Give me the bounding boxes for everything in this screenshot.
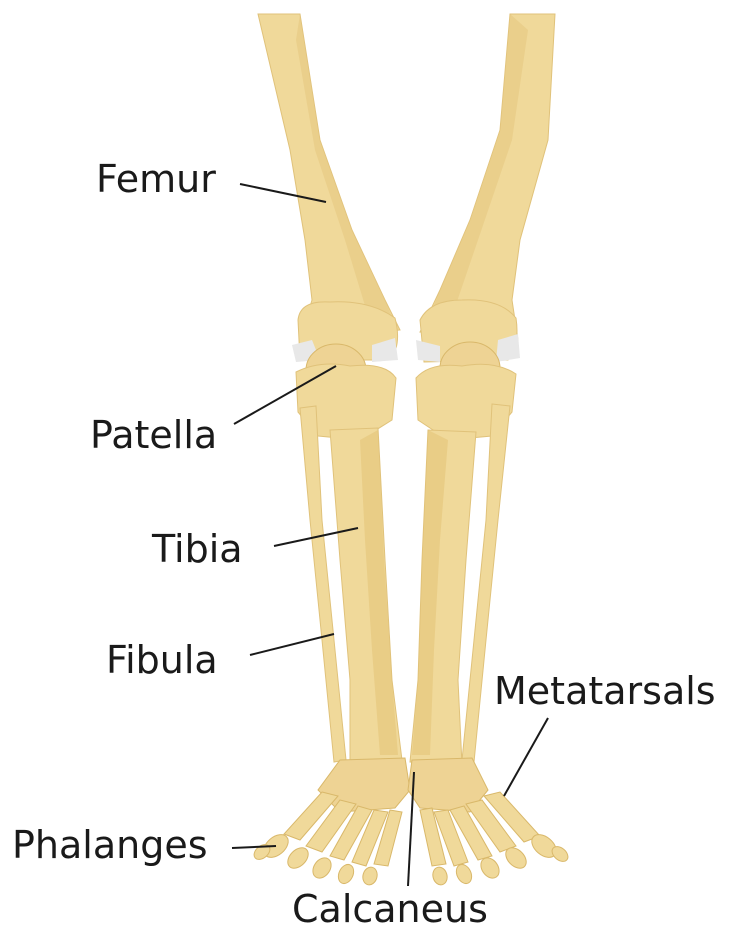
right-leg <box>408 14 571 887</box>
label-fibula: Fibula <box>106 641 218 679</box>
label-calcaneus: Calcaneus <box>292 890 488 928</box>
metatarsals-leader <box>504 718 548 796</box>
label-patella: Patella <box>90 416 217 454</box>
fibula-leader <box>250 634 334 655</box>
label-femur: Femur <box>96 160 216 198</box>
label-metatarsals: Metatarsals <box>494 672 716 710</box>
left-leg <box>251 14 410 887</box>
label-phalanges: Phalanges <box>12 826 208 864</box>
label-tibia: Tibia <box>152 530 243 568</box>
